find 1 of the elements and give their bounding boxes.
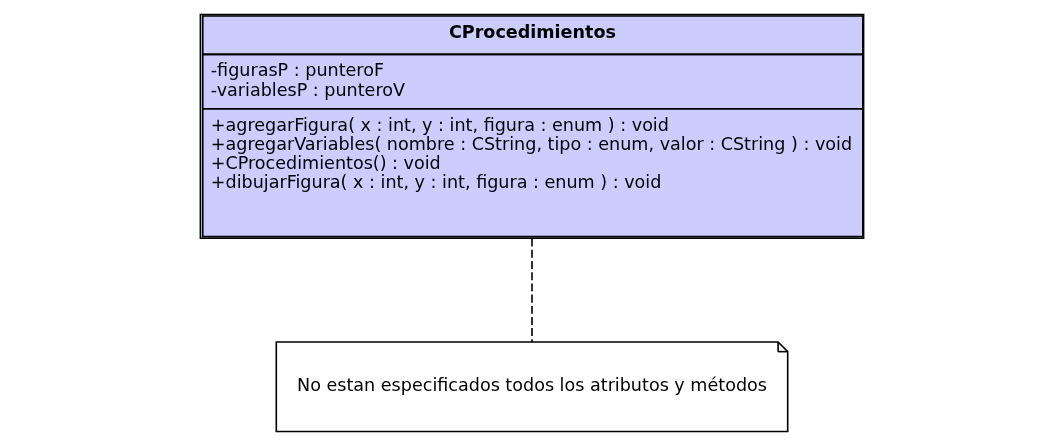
connector: [530, 237, 533, 343]
